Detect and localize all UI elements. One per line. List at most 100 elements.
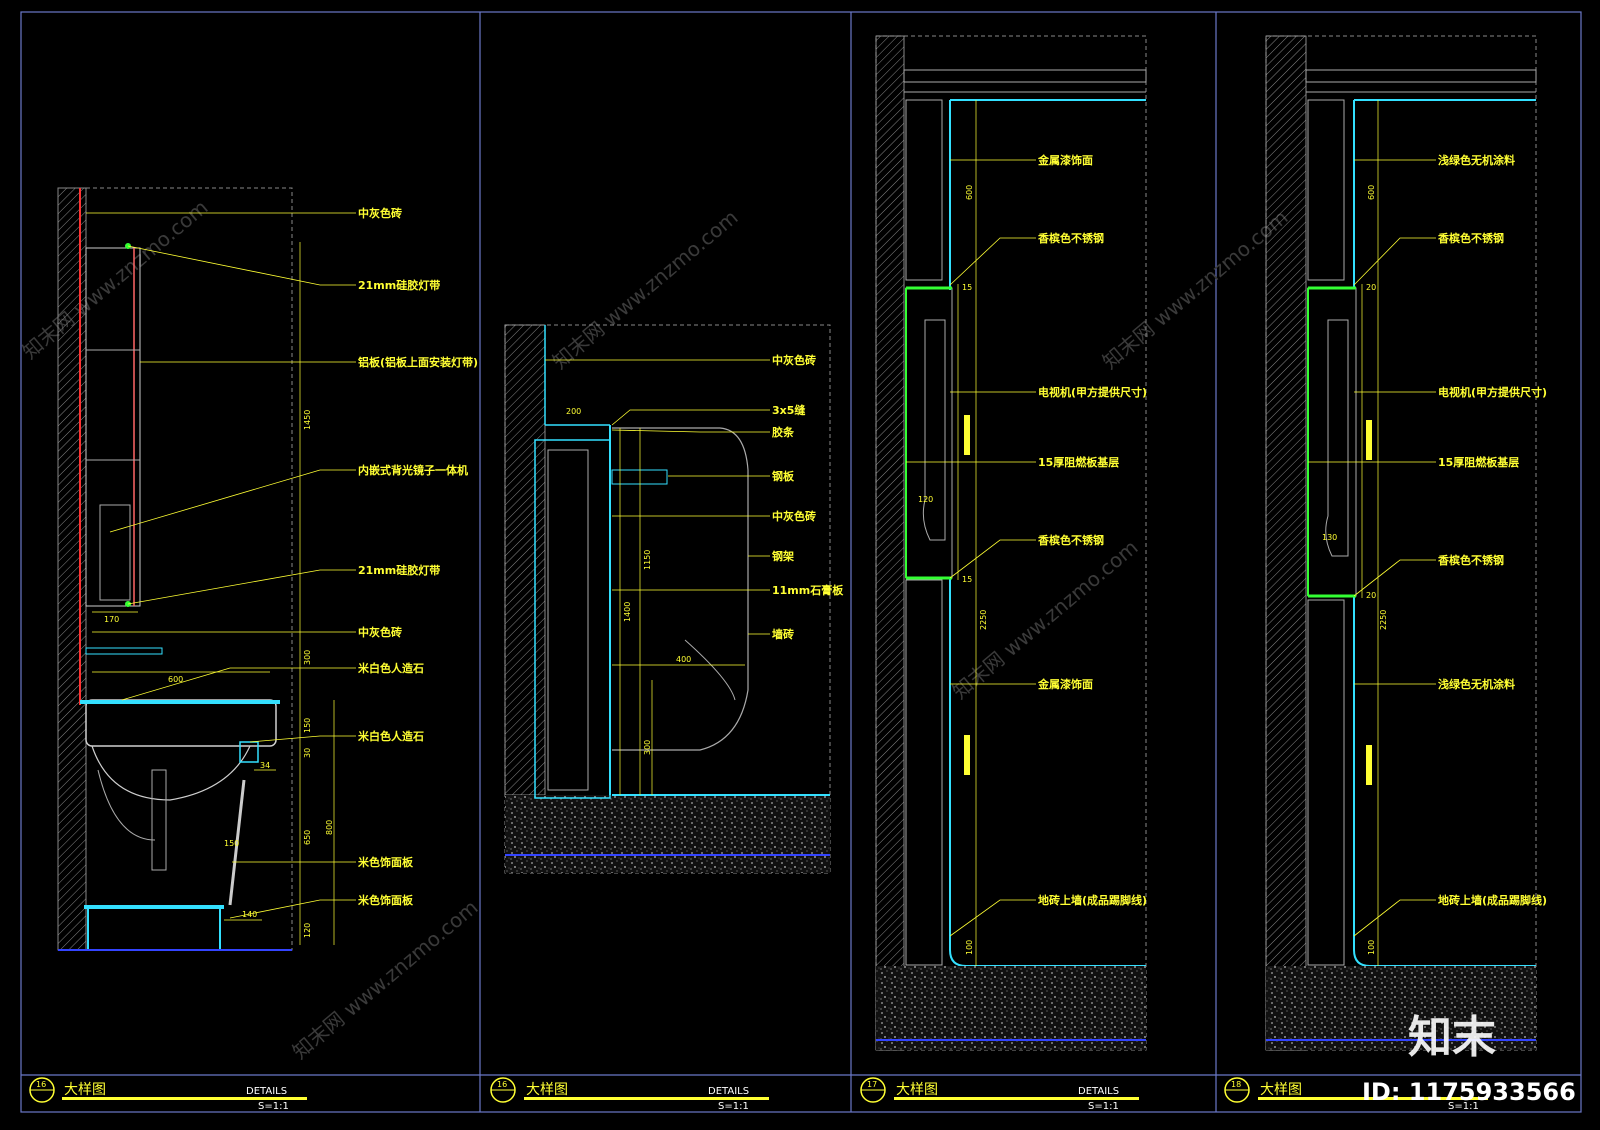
dimension-text: 15	[962, 283, 972, 292]
callout-label: 香槟色不锈钢	[1437, 553, 1504, 567]
callout-label: 金属漆饰面	[1037, 677, 1093, 691]
dimension-text: 100	[1367, 940, 1376, 955]
panel-4-dimensions: 600 20 130 20 2250 100	[1322, 185, 1388, 955]
dimension-text: 20	[1366, 283, 1376, 292]
callout-label: 浅绿色无机涂料	[1438, 153, 1515, 167]
panel-title: 大样图	[64, 1082, 106, 1098]
dimension-text: 1450	[303, 410, 312, 430]
callout-label: 香槟色不锈钢	[1037, 231, 1104, 245]
callout-label: 浅绿色无机涂料	[1438, 677, 1515, 691]
title-block-4: 18 大样图 S=1:1	[1224, 1077, 1488, 1112]
panel-title: 大样图	[896, 1082, 938, 1098]
panel-1-labels: 中灰色砖 21mm硅胶灯带 铝板(铝板上面安装灯带) 内嵌式背光镜子一体机 21…	[357, 206, 478, 907]
panel-2-leaders	[545, 359, 770, 635]
callout-label: 米色饰面板	[357, 855, 414, 869]
callout-label: 米白色人造石	[357, 729, 424, 743]
callout-label: 金属漆饰面	[1037, 153, 1093, 167]
dimension-text: 1400	[623, 602, 632, 622]
dimension-text: 120	[303, 923, 312, 938]
watermark-text: 知末网 www.znzmo.com	[288, 895, 483, 1064]
dimension-text: 120	[918, 495, 933, 504]
callout-label: 地砖上墙(成品踢脚线)	[1438, 893, 1547, 907]
panel-3-drawing	[875, 35, 1147, 1051]
panel-1-dimensions: 1450 170 300 600 150 30 34 650 150 800 1…	[104, 410, 334, 938]
callout-label: 香槟色不锈钢	[1437, 231, 1504, 245]
panel-title: 大样图	[1260, 1082, 1302, 1098]
panel-1-leaders	[86, 212, 356, 919]
dimension-text: 150	[303, 718, 312, 733]
dimension-text: 20	[1366, 591, 1376, 600]
callout-label: 内嵌式背光镜子一体机	[358, 463, 468, 477]
dimension-text: 600	[168, 675, 183, 684]
callout-label: 21mm硅胶灯带	[358, 278, 440, 292]
title-block-1: 16 大样图 DETAILS S=1:1	[29, 1077, 307, 1112]
dimension-text: 600	[1367, 185, 1376, 200]
callout-label: 中灰色砖	[772, 353, 816, 367]
callout-label: 香槟色不锈钢	[1037, 533, 1104, 547]
panel-details: DETAILS	[1078, 1086, 1119, 1097]
dimension-text: 100	[965, 940, 974, 955]
watermark-text: 知末网 www.znzmo.com	[18, 195, 213, 364]
callout-label: 铝板(铝板上面安装灯带)	[358, 355, 478, 369]
callout-label: 中灰色砖	[358, 625, 402, 639]
callout-label: 中灰色砖	[358, 206, 402, 220]
callout-label: 3x5缝	[772, 403, 805, 417]
panel-details: DETAILS	[246, 1086, 287, 1097]
panel-1-drawing	[57, 187, 335, 951]
callout-label: 钢架	[772, 549, 794, 563]
panel-2-labels: 中灰色砖 3x5缝 胶条 钢板 中灰色砖 钢架 11mm石膏板 墙砖	[772, 353, 844, 641]
panel-scale: S=1:1	[1448, 1101, 1479, 1112]
dimension-text: 600	[965, 185, 974, 200]
panel-2-drawing	[504, 324, 831, 874]
panel-4-drawing	[1265, 35, 1537, 1051]
dimension-text: 1150	[643, 550, 652, 570]
dimension-text: 130	[1322, 533, 1337, 542]
title-block-3: 17 大样图 DETAILS S=1:1	[860, 1077, 1139, 1112]
panel-title: 大样图	[526, 1082, 568, 1098]
title-block-2: 16 大样图 DETAILS S=1:1	[490, 1077, 769, 1112]
dimension-text: 2250	[979, 610, 988, 630]
watermark-text: 知末网 www.znzmo.com	[548, 205, 743, 374]
panel-3-dimensions: 600 15 120 15 2250 100	[918, 185, 988, 955]
dimension-text: 150	[224, 839, 239, 848]
callout-label: 15厚阻燃板基层	[1438, 455, 1519, 469]
panel-4-labels: 浅绿色无机涂料 香槟色不锈钢 电视机(甲方提供尺寸) 15厚阻燃板基层 香槟色不…	[1437, 153, 1547, 907]
panel-scale: S=1:1	[258, 1101, 289, 1112]
dimension-text: 2250	[1379, 610, 1388, 630]
panel-number: 16	[497, 1080, 507, 1089]
dimension-text: 140	[242, 910, 257, 919]
callout-label: 中灰色砖	[772, 509, 816, 523]
dimension-text: 300	[643, 740, 652, 755]
dimension-text: 400	[676, 655, 691, 664]
callout-label: 胶条	[772, 425, 795, 439]
dimension-text: 200	[566, 407, 581, 416]
brand-logo: 知末	[1408, 1012, 1496, 1063]
sheet-frame	[20, 11, 1582, 1113]
callout-label: 地砖上墙(成品踢脚线)	[1038, 893, 1147, 907]
callout-label: 墙砖	[772, 627, 794, 641]
panel-scale: S=1:1	[718, 1101, 749, 1112]
panel-number: 18	[1231, 1080, 1241, 1089]
callout-label: 21mm硅胶灯带	[358, 563, 440, 577]
panel-3-leaders	[906, 159, 1036, 937]
panel-number: 17	[867, 1080, 877, 1089]
panel-scale: S=1:1	[1088, 1101, 1119, 1112]
panel-3-labels: 金属漆饰面 香槟色不锈钢 电视机(甲方提供尺寸) 15厚阻燃板基层 香槟色不锈钢…	[1037, 153, 1147, 907]
dimension-text: 170	[104, 615, 119, 624]
dimension-text: 30	[303, 748, 312, 758]
callout-label: 米色饰面板	[357, 893, 414, 907]
callout-label: 15厚阻燃板基层	[1038, 455, 1119, 469]
panel-2-dimensions: 200 1150 1400 400 300	[566, 407, 691, 755]
dimension-text: 650	[303, 830, 312, 845]
callout-label: 电视机(甲方提供尺寸)	[1038, 385, 1147, 399]
panel-4-leaders	[1308, 159, 1436, 937]
panel-number: 16	[36, 1080, 46, 1089]
dimension-text: 800	[325, 820, 334, 835]
panel-details: DETAILS	[708, 1086, 749, 1097]
callout-label: 11mm石膏板	[772, 583, 844, 597]
callout-label: 米白色人造石	[357, 661, 424, 675]
callout-label: 钢板	[772, 469, 795, 483]
watermark-text: 知末网 www.znzmo.com	[1098, 205, 1293, 374]
dimension-text: 15	[962, 575, 972, 584]
